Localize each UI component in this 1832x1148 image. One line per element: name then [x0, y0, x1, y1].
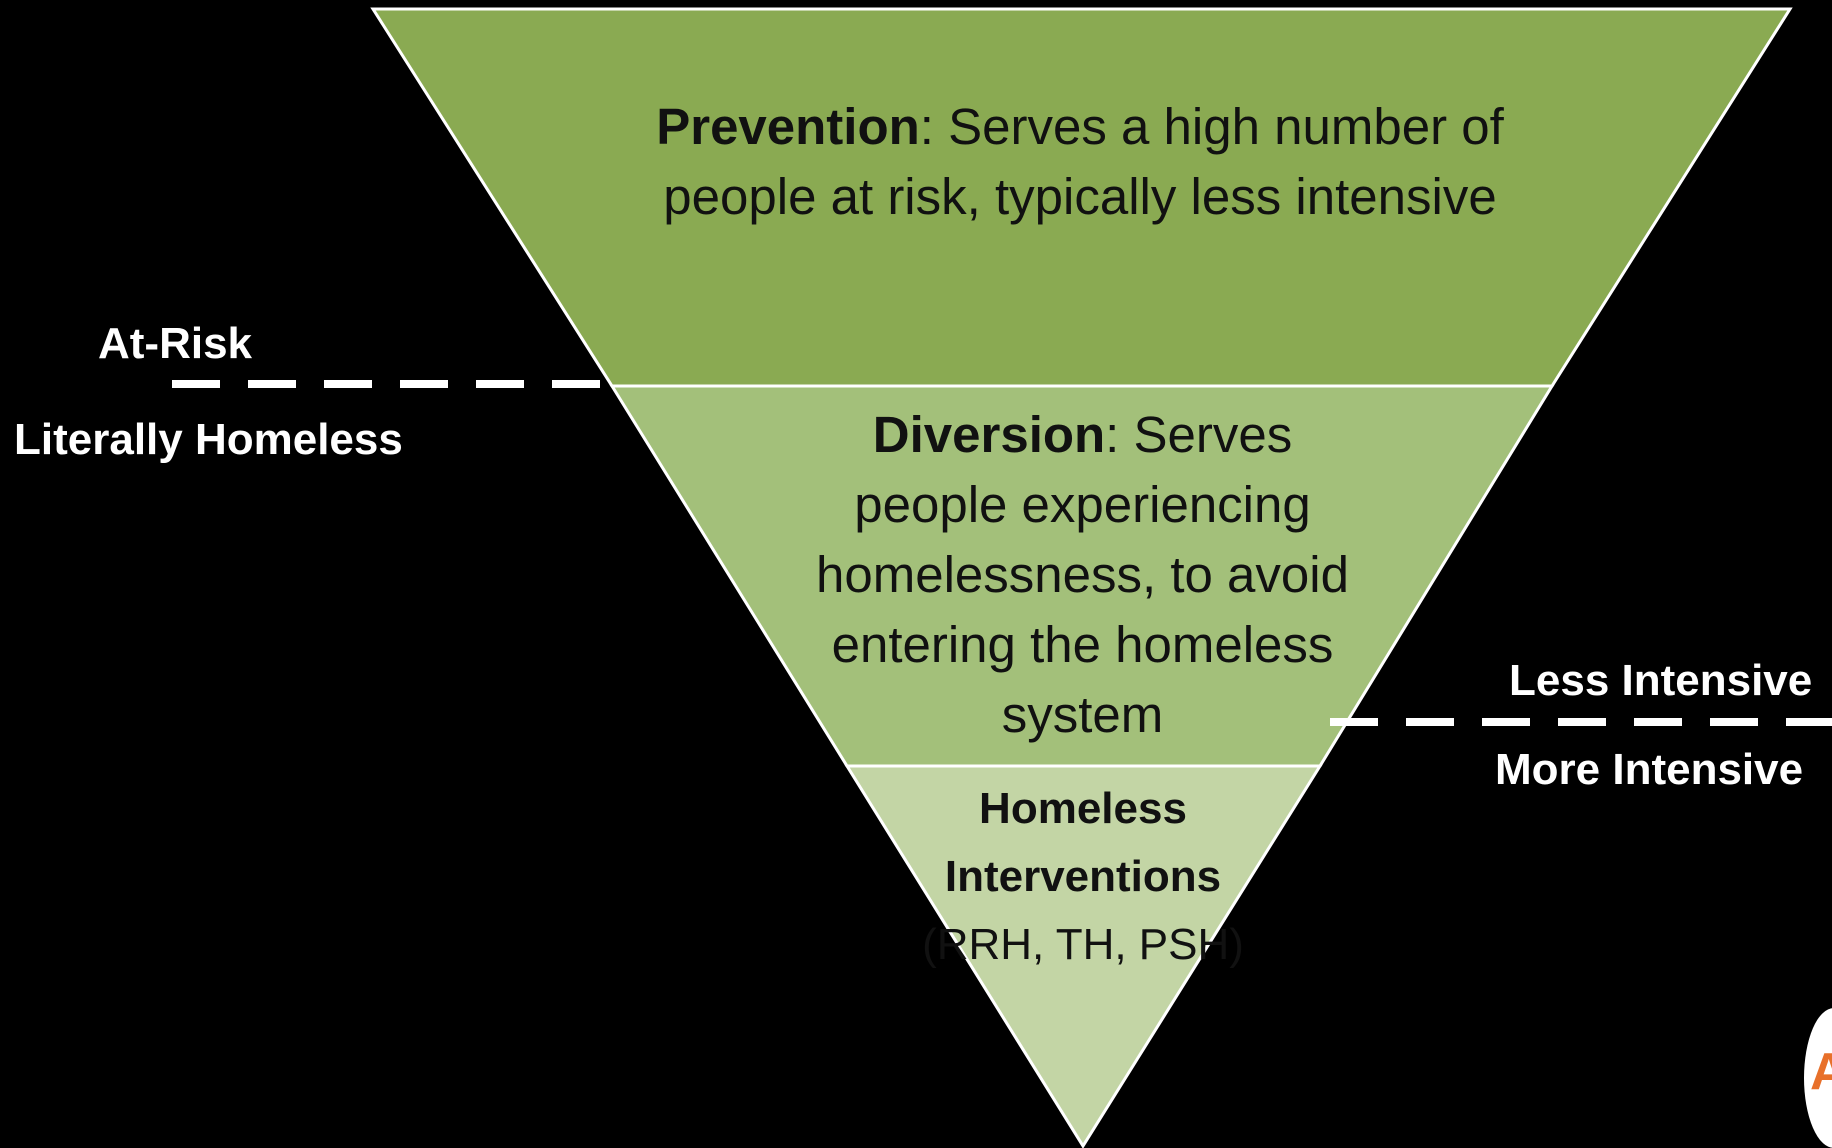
prevention-description: : Serves a high number of people at risk…	[663, 98, 1504, 225]
more-intensive-label: More Intensive	[1495, 745, 1804, 794]
less-intensive-label: Less Intensive	[1509, 656, 1813, 705]
homeless-interventions-tier	[844, 764, 1323, 1148]
diversion-text: Diversion: Serves people experiencing ho…	[800, 400, 1365, 750]
homeless-interventions-title: Homeless Interventions	[944, 784, 1222, 901]
literally-homeless-label: Literally Homeless	[14, 415, 403, 464]
prevention-text: Prevention: Serves a high number of peop…	[600, 92, 1560, 232]
at-risk-label: At-Risk	[98, 319, 253, 368]
homeless-interventions-description: (RRH, TH, PSH)	[922, 920, 1244, 969]
logo-letter: A	[1810, 1043, 1832, 1101]
homeless-interventions-text: Homeless Interventions (RRH, TH, PSH)	[918, 775, 1248, 979]
diversion-title: Diversion	[872, 406, 1106, 463]
prevention-title: Prevention	[656, 98, 920, 155]
diversion-description: : Serves people experiencing homelessnes…	[816, 406, 1349, 743]
